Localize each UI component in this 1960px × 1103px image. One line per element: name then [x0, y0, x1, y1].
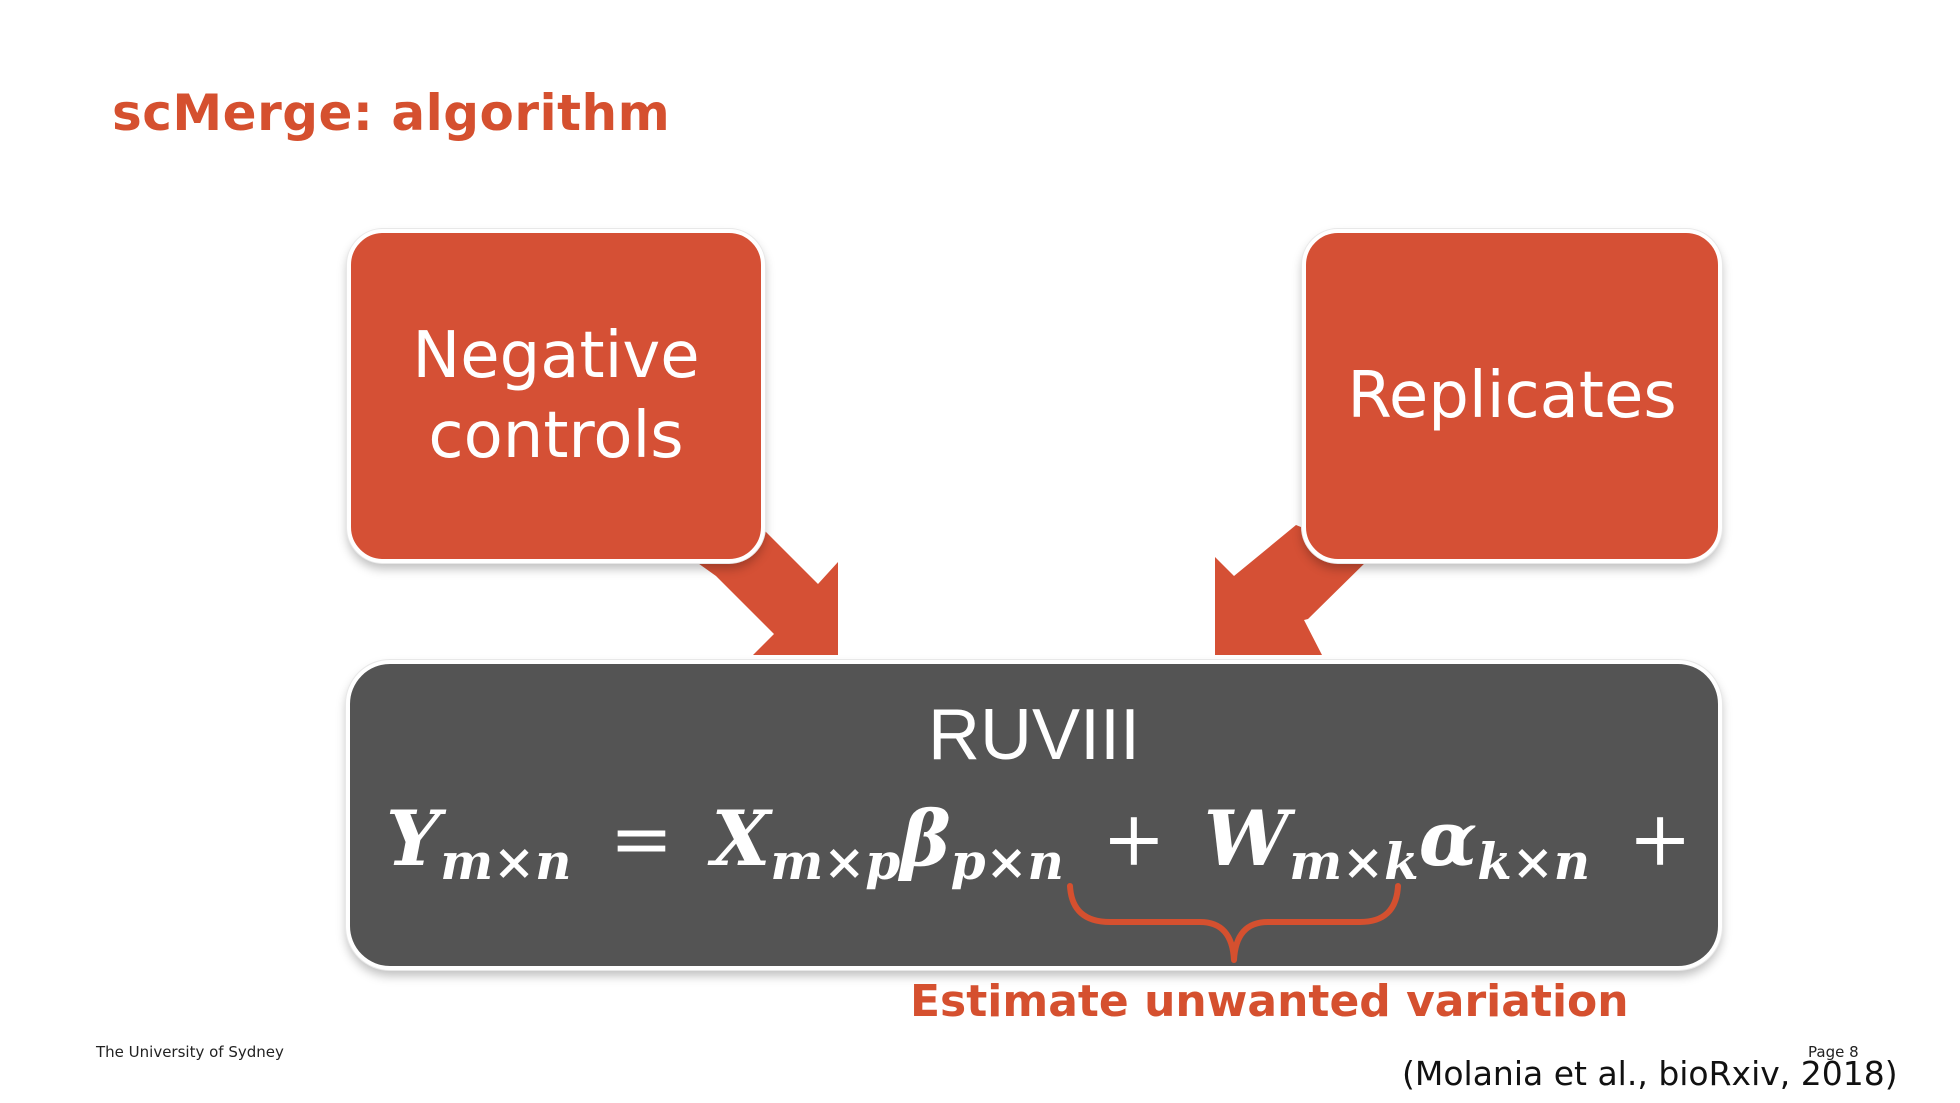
- footer-institution: The University of Sydney: [96, 1043, 284, 1061]
- eq-epsilon-sub: m×n: [1776, 832, 1908, 891]
- estimate-caption: Estimate unwanted variation: [910, 976, 1629, 1027]
- eq-plus-2: +: [1628, 794, 1692, 883]
- eq-w: W: [1203, 794, 1290, 883]
- ruviii-box: RUVIII Ym×n = Xm×pβp×n + Wm×kαk×n + ϵm×n: [346, 660, 1908, 970]
- eq-y-sub: m×n: [440, 832, 572, 891]
- eq-w-sub: m×k: [1289, 832, 1419, 891]
- negative-controls-label: Negative controls: [412, 319, 700, 473]
- replicates-box: Replicates: [1302, 229, 1722, 563]
- eq-plus-1: +: [1102, 794, 1166, 883]
- eq-beta-sub: p×n: [950, 832, 1064, 891]
- replicates-label: Replicates: [1347, 359, 1677, 433]
- eq-equals: =: [609, 794, 674, 883]
- eq-x-sub: m×p: [770, 832, 901, 891]
- ruviii-equation: Ym×n = Xm×pβp×n + Wm×kαk×n + ϵm×n: [386, 794, 1908, 887]
- eq-alpha: α: [1418, 794, 1478, 883]
- eq-x: X: [711, 794, 771, 883]
- slide-title: scMerge: algorithm: [112, 84, 671, 142]
- eq-y: Y: [386, 794, 441, 883]
- footer-page-number: Page 8: [1808, 1043, 1859, 1061]
- eq-alpha-sub: k×n: [1477, 832, 1591, 891]
- negative-controls-box: Negative controls: [347, 229, 765, 563]
- citation: (Molania et al., bioRxiv, 2018): [1402, 1054, 1898, 1093]
- ruviii-title: RUVIII: [927, 695, 1141, 775]
- eq-epsilon: ϵ: [1730, 794, 1777, 883]
- eq-beta: β: [900, 794, 951, 883]
